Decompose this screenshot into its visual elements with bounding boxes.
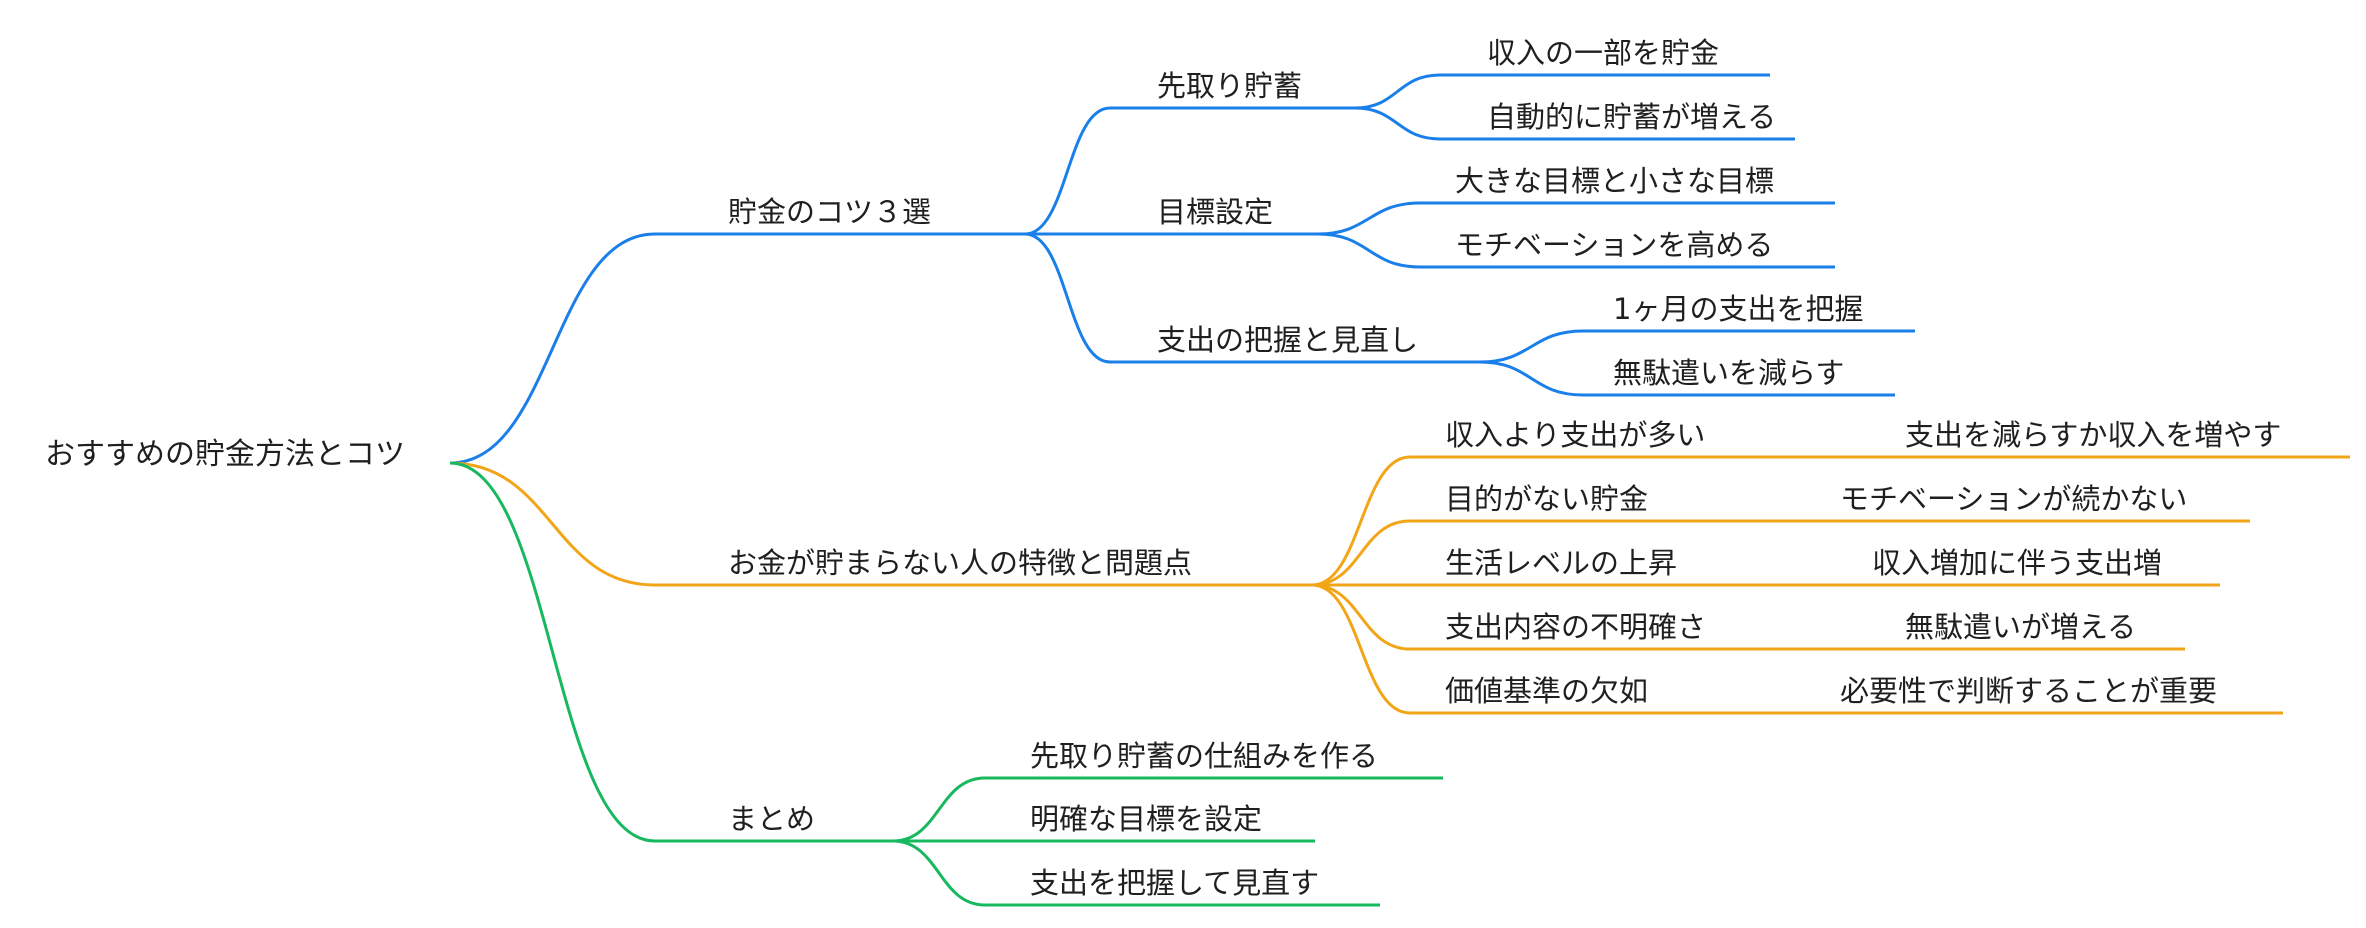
branch-connector <box>449 461 656 587</box>
subtopic-connector <box>1024 106 1111 236</box>
branch-node[interactable]: 貯金のコツ３選 <box>728 195 931 229</box>
detail-node[interactable]: 大きな目標と小さな目標 <box>1455 164 1774 198</box>
subtopic-connector <box>1311 583 1411 651</box>
detail-connector <box>1354 73 1441 110</box>
branch-node[interactable]: お金が貯まらない人の特徴と問題点 <box>728 546 1192 580</box>
detail-node[interactable]: 必要性で判断することが重要 <box>1840 674 2217 708</box>
detail-node[interactable]: 収入増加に伴う支出増 <box>1872 546 2162 580</box>
subtopic-node[interactable]: 収入より支出が多い <box>1445 418 1705 452</box>
root-node[interactable]: おすすめの貯金方法とコツ <box>45 437 405 472</box>
subtopic-node[interactable]: 先取り貯蓄 <box>1157 69 1302 103</box>
mind-map-nodes: おすすめの貯金方法とコツ 貯金のコツ３選 先取り貯蓄 収入の一部を貯金自動的に貯蓄が増… <box>45 36 2281 900</box>
detail-connector <box>1479 360 1584 397</box>
detail-node[interactable]: 1ヶ月の支出を把握 <box>1613 292 1863 326</box>
detail-node[interactable]: モチベーションを高める <box>1455 228 1773 262</box>
mind-map-connectors <box>449 73 2350 907</box>
detail-node[interactable]: 自動的に貯蓄が増える <box>1487 100 1776 134</box>
detail-node[interactable]: 支出を減らすか収入を増やす <box>1905 418 2281 452</box>
subtopic-connector <box>892 839 986 907</box>
detail-node[interactable]: 無駄遣いが増える <box>1905 610 2136 644</box>
detail-connector <box>1354 106 1441 141</box>
subtopic-node[interactable]: 生活レベルの上昇 <box>1445 546 1677 580</box>
detail-connector <box>1479 329 1584 364</box>
subtopic-node[interactable]: 支出の把握と見直し <box>1157 323 1418 357</box>
subtopic-connector <box>1311 455 1411 587</box>
detail-node[interactable]: モチベーションが続かない <box>1840 482 2187 516</box>
subtopic-node[interactable]: 目的がない貯金 <box>1445 482 1648 516</box>
detail-connector <box>1317 232 1421 269</box>
subtopic-node[interactable]: 価値基準の欠如 <box>1445 674 1648 708</box>
subtopic-connector <box>1311 519 1411 587</box>
subtopic-connector <box>1311 583 1411 715</box>
subtopic-node[interactable]: 目標設定 <box>1157 195 1273 229</box>
subtopic-node[interactable]: 支出内容の不明確さ <box>1445 610 1706 644</box>
detail-node[interactable]: 無駄遣いを減らす <box>1613 356 1844 390</box>
subtopic-connector <box>892 776 986 843</box>
detail-node[interactable]: 収入の一部を貯金 <box>1487 36 1719 70</box>
subtopic-node[interactable]: 先取り貯蓄の仕組みを作る <box>1030 739 1378 773</box>
detail-connector <box>1317 201 1421 236</box>
branch-node[interactable]: まとめ <box>728 802 815 836</box>
subtopic-node[interactable]: 明確な目標を設定 <box>1030 802 1262 836</box>
branch-connector <box>449 232 656 465</box>
branch-connector <box>449 461 656 843</box>
subtopic-connector <box>1024 232 1111 364</box>
subtopic-node[interactable]: 支出を把握して見直す <box>1030 866 1319 900</box>
